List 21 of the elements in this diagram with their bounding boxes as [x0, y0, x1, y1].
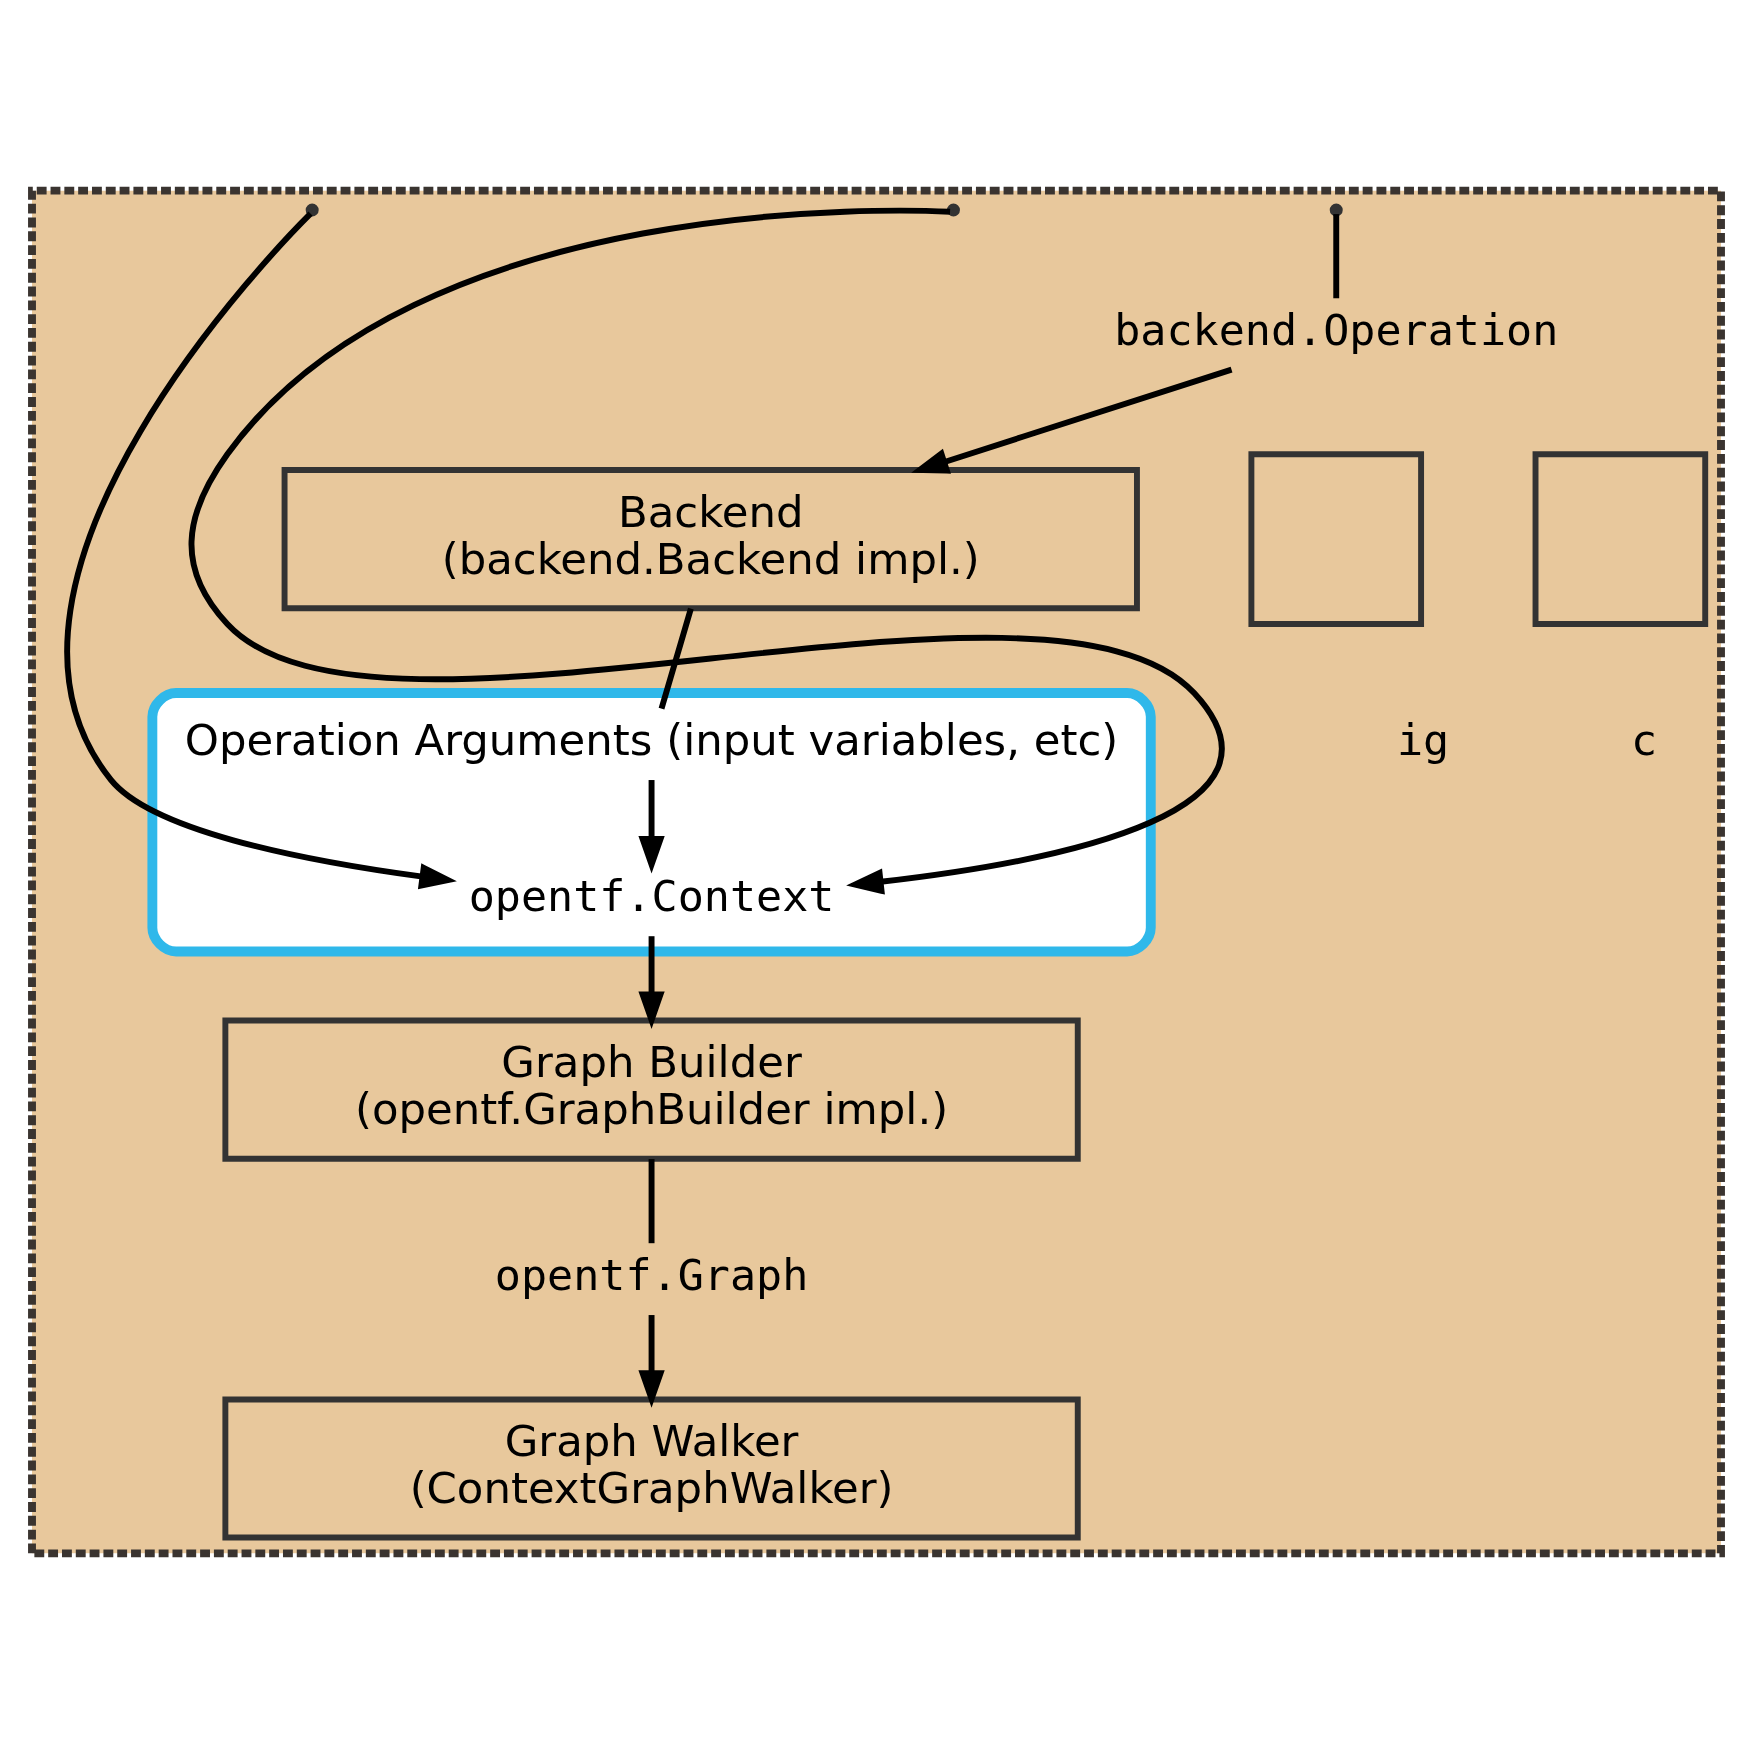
- node-box: [1532, 450, 1709, 627]
- node-text: opentf.Context: [468, 870, 835, 921]
- node-box: [1248, 450, 1425, 627]
- arrow: [188, 207, 1224, 895]
- label: ig: [1396, 714, 1450, 765]
- arrow: [911, 366, 1233, 474]
- arrow: [638, 935, 665, 1029]
- arrow: [65, 211, 457, 889]
- label: c: [1630, 714, 1658, 765]
- node-box: Graph Walker (ContextGraphWalker): [222, 1395, 1081, 1540]
- connector: [1333, 213, 1340, 298]
- node-text: Operation Arguments (input variables, etc): [184, 714, 1119, 765]
- cluster: [147, 687, 1156, 956]
- node-text: opentf.Graph: [494, 1249, 809, 1300]
- cluster: [28, 186, 1725, 1557]
- node-box: Backend (backend.Backend impl.): [281, 466, 1140, 611]
- node-text: backend.Operation: [1114, 304, 1559, 355]
- arrow: [638, 1314, 665, 1408]
- arrow: [638, 779, 665, 874]
- node-box: Graph Builder (opentf.GraphBuilder impl.): [222, 1017, 1081, 1162]
- connector: [648, 1158, 655, 1243]
